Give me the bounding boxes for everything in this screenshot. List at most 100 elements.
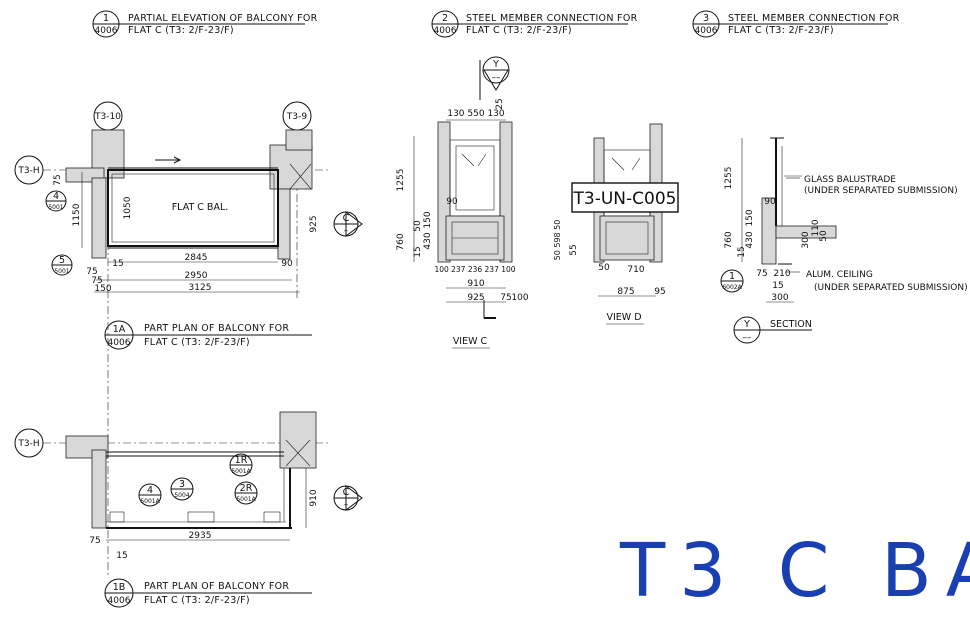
title-block-1a: 1A 4006 PART PLAN OF BALCONY FOR FLAT C … bbox=[104, 320, 312, 350]
title-3-line2: FLAT C (T3: 2/F-23/F) bbox=[728, 25, 834, 36]
title-2-sheet: 4006 bbox=[434, 26, 457, 36]
svg-text:6002A: 6002A bbox=[722, 284, 742, 291]
dim-2845: 2845 bbox=[185, 253, 208, 263]
room-label: FLAT C BAL. bbox=[172, 202, 229, 213]
grid-label-t3-h-bottom: T3-H bbox=[17, 439, 39, 449]
svg-text:C: C bbox=[343, 487, 350, 498]
detail-tag-3-1b: 3 5004 bbox=[170, 477, 194, 501]
title-block-2: 2 4006 STEEL MEMBER CONNECTION FOR FLAT … bbox=[431, 10, 638, 38]
grid-label-t3-9: T3-9 bbox=[286, 112, 307, 122]
plan-1-drawing: T3-10 T3-9 T3-H FLAT C BAL. 1150 1050 92… bbox=[14, 101, 363, 575]
dim-2950: 2950 bbox=[185, 271, 208, 281]
svg-text:5001A: 5001A bbox=[236, 496, 256, 503]
view-c-dim-100: 100 bbox=[511, 293, 528, 303]
svg-text:1R: 1R bbox=[235, 455, 248, 466]
svg-text:5: 5 bbox=[59, 255, 65, 266]
dim-15-1b: 15 bbox=[116, 551, 127, 561]
section-y-dim-110: 110 bbox=[811, 219, 821, 236]
dim-75-left: 75 bbox=[53, 174, 63, 185]
view-c-top-dims: 130 550 130 bbox=[447, 109, 505, 119]
title-1a-num: 1A bbox=[113, 324, 126, 335]
plan-1b-drawing: T3-H 2935 75 15 910 1R 5001A 4 bbox=[14, 411, 363, 561]
note-glass-line2: (UNDER SEPARATED SUBMISSION) bbox=[804, 186, 958, 196]
detail-tag-5: 5 5001 bbox=[51, 254, 73, 276]
title-1a-line2: FLAT C (T3: 2/F-23/F) bbox=[144, 337, 250, 348]
view-d-dim-55: 55 bbox=[569, 244, 579, 255]
section-y-dim-300b: 300 bbox=[771, 293, 788, 303]
title-3-num: 3 bbox=[703, 13, 709, 24]
detail-tag-1r: 1R 5001A bbox=[229, 453, 253, 477]
title-1b-num: 1B bbox=[113, 582, 126, 593]
member-tag-box bbox=[571, 182, 679, 213]
svg-text:C: C bbox=[343, 213, 350, 224]
dim-1150: 1150 bbox=[72, 203, 82, 226]
grid-label-t3-10: T3-10 bbox=[94, 112, 121, 122]
title-1b-sheet: 4006 bbox=[108, 596, 131, 606]
view-c-dim-925: 925 bbox=[467, 293, 484, 303]
section-y-dim-15b: 15 bbox=[772, 281, 783, 291]
section-marker-c-top: C – bbox=[333, 211, 363, 237]
section-y-dim-50: 50 bbox=[819, 230, 829, 242]
svg-text:––: –– bbox=[492, 73, 502, 83]
svg-text:4: 4 bbox=[147, 485, 153, 496]
title-3-sheet: 4006 bbox=[695, 26, 718, 36]
section-marker-y-section: Y –– bbox=[733, 316, 812, 344]
dim-75-c: 75 bbox=[91, 276, 102, 286]
view-d-left-dims: 50 598 50 bbox=[553, 220, 562, 261]
dim-910-1b: 910 bbox=[309, 489, 319, 506]
svg-text:5001A: 5001A bbox=[231, 468, 251, 475]
title-1-num: 1 bbox=[103, 13, 109, 24]
dim-2935: 2935 bbox=[189, 531, 212, 541]
svg-text:1: 1 bbox=[729, 271, 735, 282]
section-y-drawing: 1255 760 150 430 15 90 300 110 50 75 210… bbox=[720, 137, 968, 344]
handwritten-note: T3 C BAL bbox=[619, 528, 970, 614]
dim-75-1b: 75 bbox=[89, 536, 100, 546]
detail-tag-4-1b: 4 5001A bbox=[138, 483, 162, 507]
section-y-dim-75: 75 bbox=[756, 269, 767, 279]
view-d-dim-95: 95 bbox=[654, 287, 665, 297]
view-c-dim-430: 430 bbox=[423, 232, 433, 249]
view-d-dim-50: 50 bbox=[598, 263, 610, 273]
view-d-dim-875: 875 bbox=[617, 287, 634, 297]
title-3-line1: STEEL MEMBER CONNECTION FOR bbox=[728, 13, 900, 24]
title-2-num: 2 bbox=[442, 13, 448, 24]
dim-15: 15 bbox=[112, 259, 123, 269]
view-c-dim-90: 90 bbox=[446, 197, 458, 207]
view-c-dim-75: 75 bbox=[500, 293, 511, 303]
section-y-label: SECTION bbox=[770, 319, 812, 330]
view-d-drawing: T3-UN-C005 50 598 50 55 50 710 875 95 VI… bbox=[553, 123, 679, 325]
view-c-dim-15: 15 bbox=[413, 246, 423, 257]
section-y-dim-1255: 1255 bbox=[724, 167, 734, 190]
title-1b-line2: FLAT C (T3: 2/F-23/F) bbox=[144, 595, 250, 606]
section-y-dim-300: 300 bbox=[801, 231, 811, 248]
view-c-dim-1255: 1255 bbox=[396, 169, 406, 192]
svg-text:5001: 5001 bbox=[54, 268, 69, 275]
detail-tag-4: 4 5001 bbox=[45, 190, 67, 212]
dim-925: 925 bbox=[309, 215, 319, 232]
view-c-dim-25: 25 bbox=[495, 98, 505, 109]
note-ceiling-line2: (UNDER SEPARATED SUBMISSION) bbox=[814, 283, 968, 293]
dim-90: 90 bbox=[281, 259, 293, 269]
dim-150: 150 bbox=[94, 284, 111, 294]
svg-text:5001: 5001 bbox=[48, 204, 63, 211]
note-ceiling-line1: ALUM. CEILING bbox=[806, 270, 873, 280]
title-2-line2: FLAT C (T3: 2/F-23/F) bbox=[466, 25, 572, 36]
title-block-1: 1 4006 PARTIAL ELEVATION OF BALCONY FOR … bbox=[92, 10, 317, 38]
section-y-dim-15: 15 bbox=[737, 246, 747, 257]
svg-text:4: 4 bbox=[53, 191, 59, 202]
member-tag: T3-UN-C005 bbox=[573, 189, 677, 209]
view-c-dim-910: 910 bbox=[467, 279, 484, 289]
svg-text:––: –– bbox=[743, 333, 753, 343]
svg-text:–: – bbox=[344, 226, 349, 236]
svg-text:5001A: 5001A bbox=[140, 498, 160, 505]
section-y-dim-150: 150 bbox=[745, 209, 755, 226]
dim-75-b: 75 bbox=[86, 267, 97, 277]
note-glass-line1: GLASS BALUSTRADE bbox=[804, 175, 896, 185]
view-d-dim-710: 710 bbox=[627, 265, 644, 275]
title-1a-line1: PART PLAN OF BALCONY FOR bbox=[144, 323, 289, 334]
title-2-line1: STEEL MEMBER CONNECTION FOR bbox=[466, 13, 638, 24]
view-c-dim-50: 50 bbox=[413, 220, 423, 232]
title-1-sheet: 4006 bbox=[95, 26, 118, 36]
svg-text:2R: 2R bbox=[240, 483, 253, 494]
section-y-dim-90: 90 bbox=[764, 197, 776, 207]
